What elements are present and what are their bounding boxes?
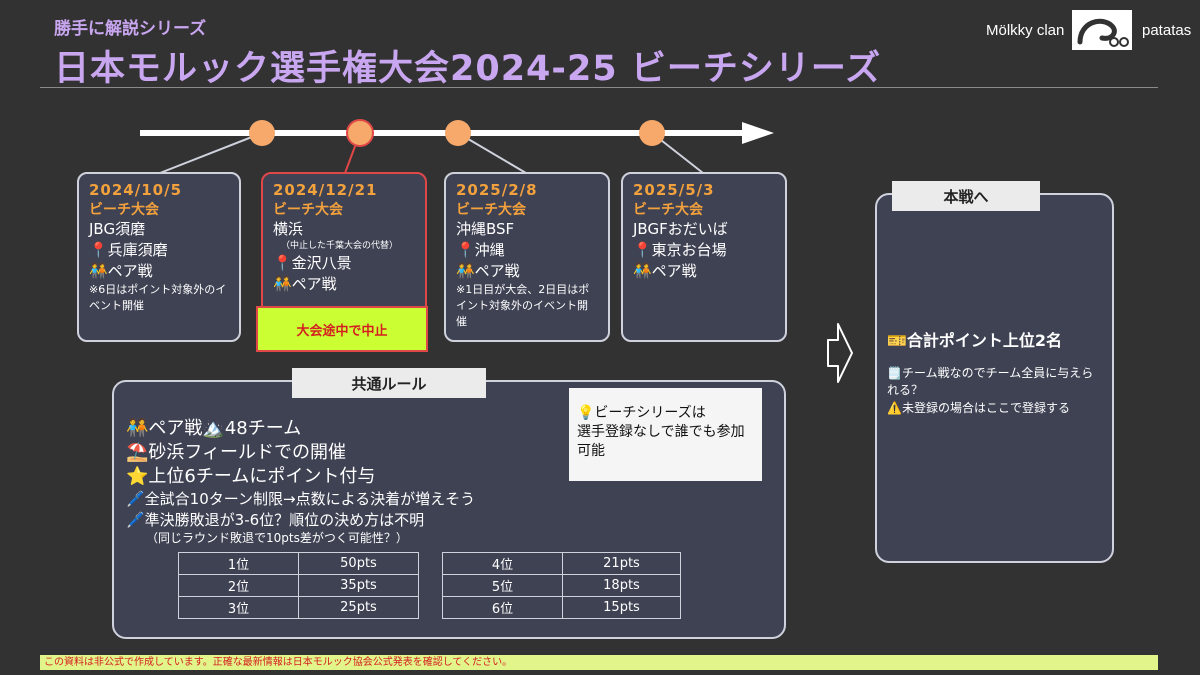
arrow-right-icon	[827, 323, 853, 383]
event-date: 2024/10/5	[89, 181, 183, 199]
event-note: ※1日目が大会、2日目はポイント対象外のイベント開催	[456, 283, 590, 328]
event-venue: 沖縄BSF	[456, 220, 515, 238]
event-location: 📍沖縄	[456, 241, 505, 259]
final-panel: 本戦へ 🎫合計ポイント上位2名 🗒️チーム戦なのでチーム全員に与えられる？ ⚠️…	[875, 181, 1114, 563]
event-venue: JBG須磨	[89, 220, 146, 238]
timeline-dot-2	[346, 119, 374, 147]
rank-cell: 2位	[178, 574, 299, 597]
rule-subnote: （同じラウンド敗退で10pts差がつく可能性？）	[146, 531, 408, 545]
event-format: 🧑‍🤝‍🧑ペア戦	[456, 262, 520, 280]
timeline-dot-1	[249, 120, 275, 146]
event-date: 2025/2/8	[456, 181, 538, 199]
page-title: 日本モルック選手権大会2024-25 ビーチシリーズ	[54, 49, 882, 89]
points-cell: 15pts	[562, 596, 681, 619]
final-headline: 🎫合計ポイント上位2名	[887, 331, 1063, 350]
timeline-dot-4	[639, 120, 665, 146]
rank-cell: 4位	[442, 552, 563, 575]
title-divider	[40, 87, 1158, 88]
points-cell: 50pts	[298, 552, 419, 575]
event-location: 📍兵庫須磨	[89, 241, 168, 259]
brand-name-right: patatas	[1142, 22, 1192, 39]
event-subnote: （中止した千葉大会の代替）	[281, 241, 399, 251]
points-cell: 21pts	[562, 552, 681, 575]
points-cell: 35pts	[298, 574, 419, 597]
event-card-4: 2025/5/3 ビーチ大会 JBGFおだいば 📍東京お台場 🧑‍🤝‍🧑ペア戦	[621, 172, 787, 342]
rules-tab: 共通ルール	[292, 368, 486, 398]
event-type: ビーチ大会	[633, 202, 703, 218]
rank-cell: 3位	[178, 596, 299, 619]
event-format: 🧑‍🤝‍🧑ペア戦	[273, 275, 337, 293]
event-venue: JBGFおだいば	[633, 220, 728, 238]
rank-cell: 5位	[442, 574, 563, 597]
callout-title: 💡ビーチシリーズは	[577, 405, 706, 421]
series-kicker: 勝手に解説シリーズ	[54, 19, 207, 39]
event-format: 🧑‍🤝‍🧑ペア戦	[633, 262, 697, 280]
disclaimer-footer: この資料は非公式で作成しています。正確な最新情報は日本モルック協会公式発表を確認…	[40, 655, 1158, 670]
event-format: 🧑‍🤝‍🧑ペア戦	[89, 262, 153, 280]
event-card-1: 2024/10/5 ビーチ大会 JBG須磨 📍兵庫須磨 🧑‍🤝‍🧑ペア戦 ※6日…	[77, 172, 241, 342]
final-note-register: ⚠️未登録の場合はここで登録する	[887, 401, 1070, 415]
event-card-3: 2025/2/8 ビーチ大会 沖縄BSF 📍沖縄 🧑‍🤝‍🧑ペア戦 ※1日目が大…	[444, 172, 610, 342]
points-cell: 25pts	[298, 596, 419, 619]
cancel-badge: 大会途中で中止	[256, 306, 428, 352]
rule-line: ⭐上位6チームにポイント付与	[126, 466, 376, 487]
event-type: ビーチ大会	[273, 202, 343, 218]
patatas-logo-icon	[1072, 10, 1132, 50]
beach-series-callout: 💡ビーチシリーズは 選手登録なしで誰でも参加可能	[569, 388, 762, 481]
rank-cell: 1位	[178, 552, 299, 575]
event-note: ※6日はポイント対象外のイベント開催	[89, 283, 227, 312]
brand-name-left: Mölkky clan	[986, 22, 1065, 39]
event-location: 📍金沢八景	[273, 254, 352, 272]
final-tab: 本戦へ	[892, 181, 1040, 211]
rule-line: ⛱️砂浜フィールドでの開催	[126, 442, 347, 463]
callout-body: 選手登録なしで誰でも参加可能	[577, 424, 745, 459]
rule-line: 🖊️準決勝敗退が3-6位？順位の決め方は不明	[126, 511, 425, 529]
points-cell: 18pts	[562, 574, 681, 597]
event-date: 2025/5/3	[633, 181, 715, 199]
event-type: ビーチ大会	[456, 202, 526, 218]
event-date: 2024/12/21	[273, 181, 378, 199]
rank-cell: 6位	[442, 596, 563, 619]
event-location: 📍東京お台場	[633, 241, 727, 259]
event-venue: 横浜	[273, 220, 304, 238]
event-type: ビーチ大会	[89, 202, 159, 218]
final-note-team: 🗒️チーム戦なのでチーム全員に与えられる？	[887, 366, 1094, 397]
rule-line: 🖊️全試合10ターン制限→点数による決着が増えそう	[126, 490, 476, 508]
timeline-dot-3	[445, 120, 471, 146]
rule-line: 🧑‍🤝‍🧑ペア戦🏔️48チーム	[126, 418, 302, 439]
timeline	[140, 119, 774, 174]
